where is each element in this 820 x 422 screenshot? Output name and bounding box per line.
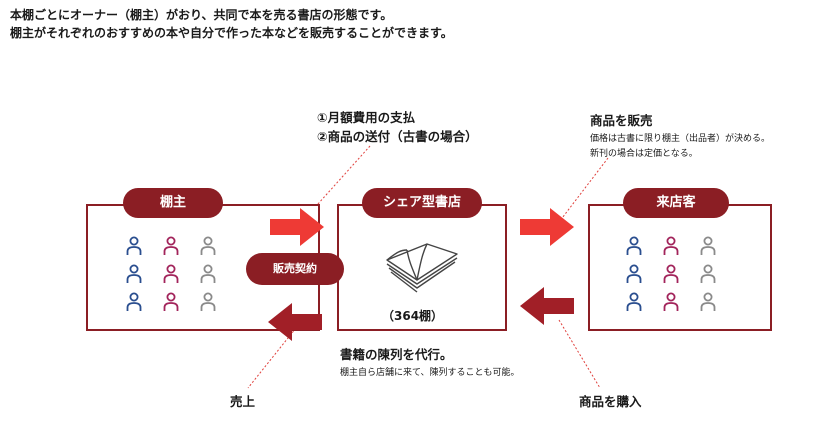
arrow-icon [268,303,322,341]
person-icon [200,236,216,255]
open-book-icon [386,243,458,293]
intro-line-2: 棚主がそれぞれのおすすめの本や自分で作った本などを販売することができます。 [10,26,453,40]
person-icon [200,264,216,283]
sales-label: 売上 [230,394,256,409]
customer-label: 来店客 [623,188,729,218]
arrow-icon [520,208,574,246]
display-note: 棚主自ら店舗に来て、陳列することも可能。 [340,368,520,378]
person-icon [626,236,642,255]
person-icon [163,264,179,283]
intro-line-1: 本棚ごとにオーナー（棚主）がおり、共同で本を売る書店の形態です。 [10,8,393,22]
person-icon [663,264,679,283]
person-icon [663,292,679,311]
sell-note-2: 新刊の場合は定価となる。 [590,149,698,159]
display-title: 書籍の陳列を代行。 [340,347,453,362]
person-icon [126,264,142,283]
payment-label: ①月額費用の支払 ②商品の送付（古書の場合） [317,108,478,146]
person-icon [700,236,716,255]
shelves-count: （364棚） [382,309,444,323]
person-icon [700,292,716,311]
arrow-icon [520,287,574,325]
person-icon [626,292,642,311]
person-icon [126,236,142,255]
owner-label: 棚主 [123,188,223,218]
person-icon [626,264,642,283]
sell-note-1: 価格は古書に限り棚主（出品者）が決める。 [590,134,771,144]
person-icon [163,236,179,255]
person-icon [126,292,142,311]
payment-line-2: ②商品の送付（古書の場合） [317,129,478,144]
customer-box [588,204,772,331]
person-icon [163,292,179,311]
contract-badge: 販売契約 [246,253,344,285]
intro-text: 本棚ごとにオーナー（棚主）がおり、共同で本を売る書店の形態です。 棚主がそれぞれ… [10,6,453,42]
payment-line-1: ①月額費用の支払 [317,110,416,125]
arrow-icon [270,208,324,246]
person-icon [663,236,679,255]
person-icon [200,292,216,311]
buy-label: 商品を購入 [579,394,642,409]
person-icon [700,264,716,283]
sell-title: 商品を販売 [590,113,653,128]
shop-label: シェア型書店 [362,188,482,218]
